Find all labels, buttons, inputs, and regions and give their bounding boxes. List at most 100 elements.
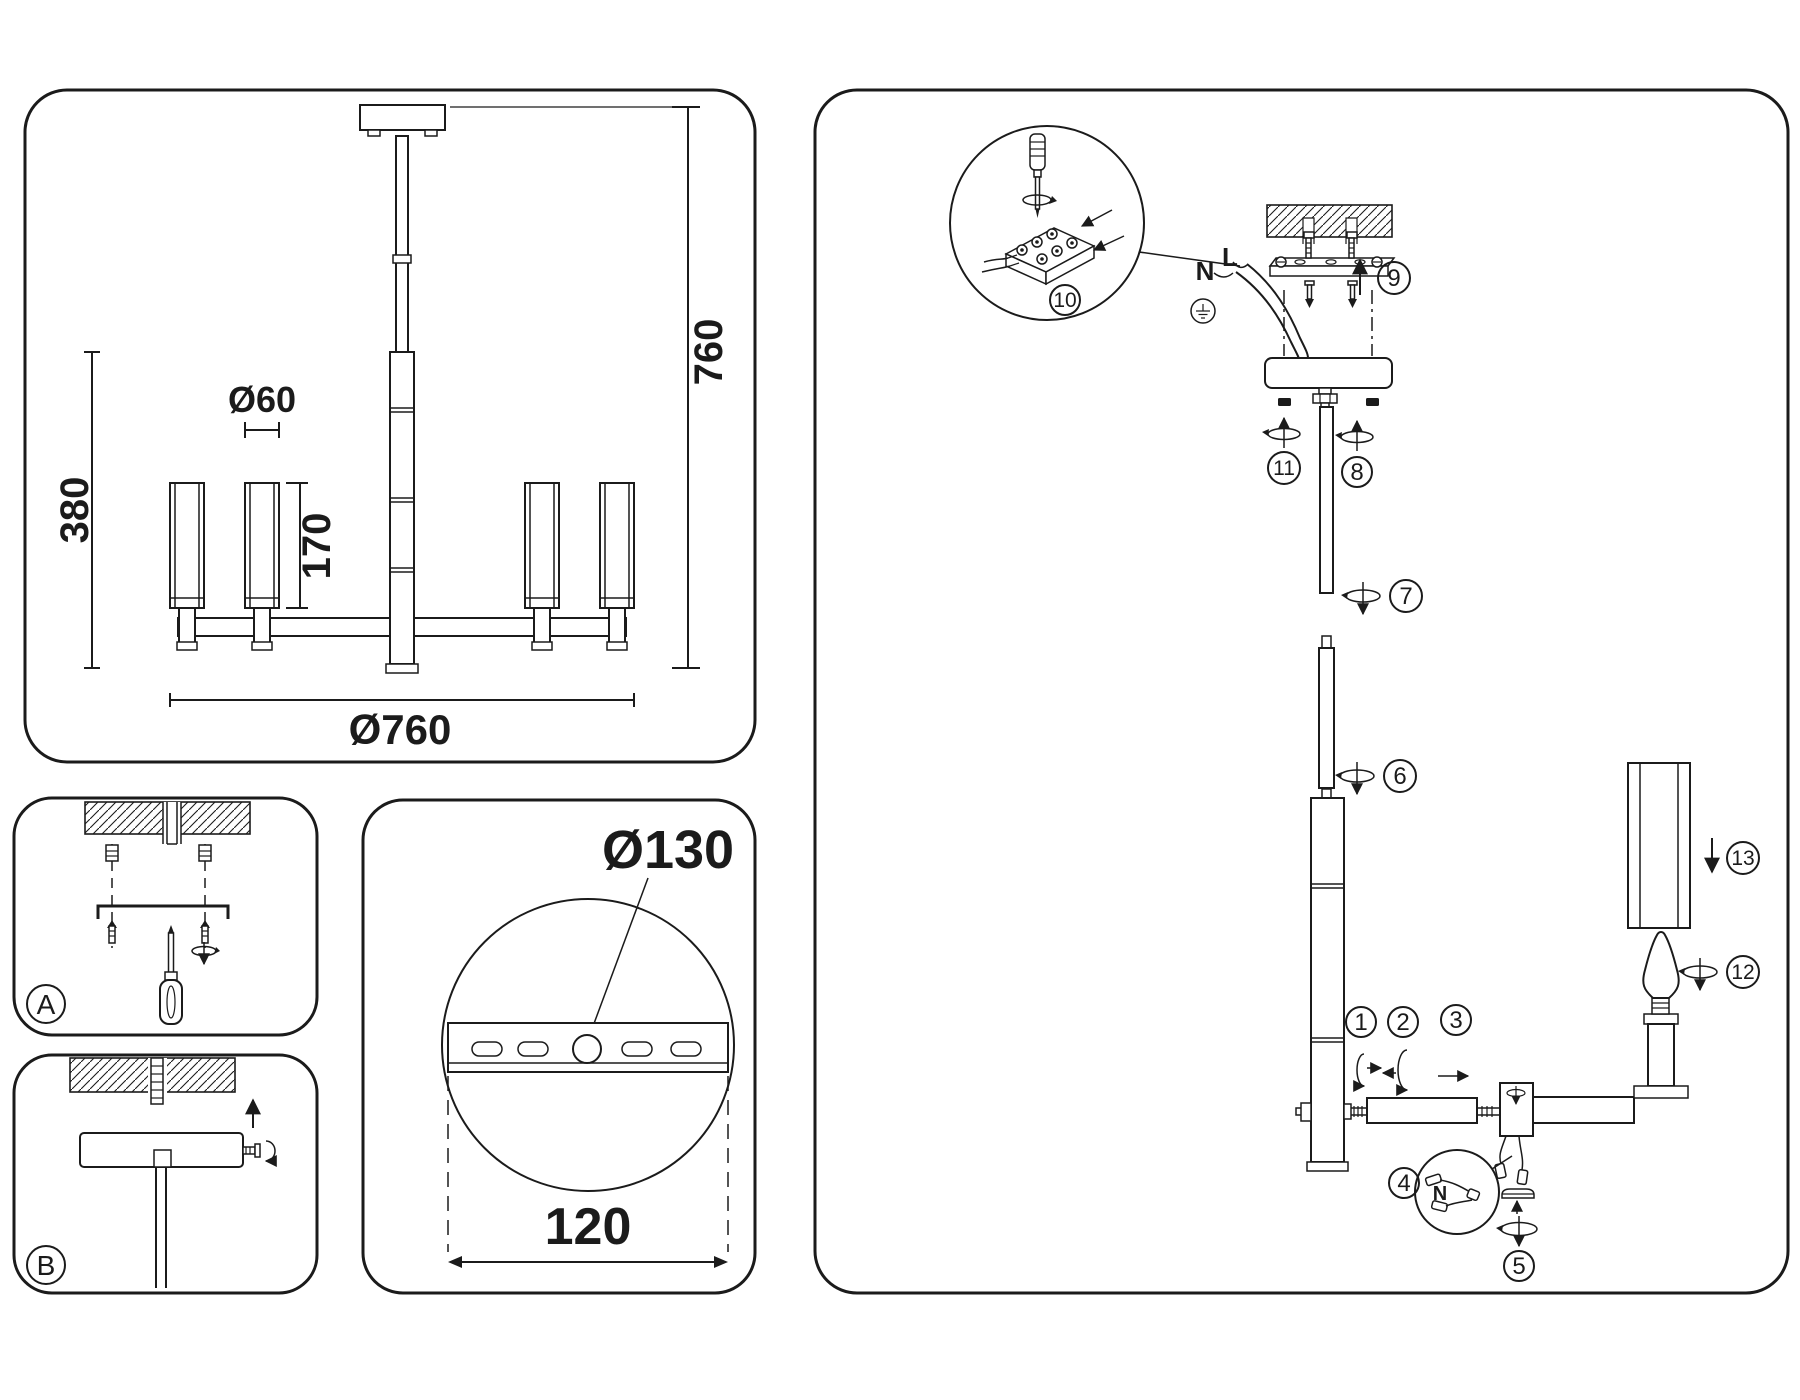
step-8-rotation-icon — [1335, 419, 1374, 451]
step-a-drill-axes — [111, 844, 206, 948]
junction-wires — [1494, 1135, 1529, 1186]
junction-box — [1499, 1082, 1534, 1137]
step-b-canopy — [79, 1132, 244, 1288]
step-a-rotation-icon — [191, 942, 220, 966]
wire-bubble-leader — [1491, 1155, 1513, 1170]
panel-front-view-border — [23, 88, 757, 764]
step-13-label: 13 — [1731, 847, 1754, 870]
step-2-rotation-icon — [1381, 1049, 1409, 1096]
front-shade-4 — [599, 482, 635, 609]
bracket-length-label: 120 — [545, 1198, 632, 1256]
step-1-rotation-icon — [1353, 1053, 1383, 1092]
bubble-wire-2 — [981, 265, 1011, 273]
bulb — [1642, 931, 1680, 1015]
step-11-label: 11 — [1273, 457, 1295, 480]
dim-shade-diameter: Ø60 — [228, 379, 296, 438]
dim-shade-diameter-label: Ø60 — [228, 379, 296, 420]
glass-shade — [1627, 762, 1691, 929]
bubble-rotation-icon — [1022, 194, 1057, 206]
shade-ring — [1501, 1188, 1535, 1199]
step-4-badge: 4 — [1388, 1167, 1420, 1199]
dim-fixture-diameter: Ø760 — [169, 693, 635, 753]
step-5-rotation-icon — [1496, 1216, 1538, 1248]
terminal-detail-bubble: 10 — [949, 125, 1241, 321]
step-6-rotation-icon — [1335, 762, 1375, 796]
arm-thread-left — [1351, 1106, 1367, 1117]
arm-right-tube — [1532, 1096, 1635, 1124]
step-1-badge: 1 — [1345, 1006, 1377, 1038]
rod-middle — [1318, 635, 1335, 789]
dim-body-height-label: 380 — [53, 477, 97, 544]
step-11-badge: 11 — [1267, 451, 1301, 485]
live-label: L — [1222, 242, 1238, 272]
step-2-badge: 2 — [1387, 1006, 1419, 1038]
dim-overall-height-label: 760 — [687, 319, 731, 386]
assembly-arm — [1295, 1082, 1635, 1186]
step-10-badge: 10 — [1049, 284, 1081, 316]
step-a-wall-plugs — [105, 844, 212, 862]
bracket-stud-screws — [1303, 231, 1358, 259]
canopy-leader-line — [588, 877, 649, 1038]
step-1-label: 1 — [1354, 1009, 1367, 1036]
step-4-label: 4 — [1397, 1170, 1410, 1197]
canopy-diameter-label: Ø130 — [602, 820, 734, 880]
step-2-label: 2 — [1396, 1009, 1409, 1036]
wire-connect-bubble: N — [1414, 1149, 1513, 1235]
step-13-badge: 13 — [1726, 841, 1760, 875]
front-shades — [169, 482, 635, 609]
panel-step-b-border — [12, 1053, 319, 1295]
panel-canopy-detail-border — [361, 798, 757, 1295]
step-11-rotation-icon — [1262, 416, 1301, 448]
step-b-label: B — [37, 1250, 56, 1281]
step-9-label: 9 — [1387, 265, 1400, 292]
supply-wire-2 — [1246, 263, 1309, 359]
panel-canopy-detail: Ø130 120 — [361, 798, 757, 1295]
step-12-badge: 12 — [1726, 955, 1760, 989]
bubble-leader — [1138, 251, 1241, 267]
step-7-rotation-icon — [1341, 582, 1381, 616]
step-a-badge: A — [26, 984, 66, 1024]
step-5-badge: 5 — [1503, 1250, 1535, 1282]
bubble-wire-1 — [983, 257, 1009, 263]
dim-bracket-length: 120 — [447, 1076, 729, 1268]
arm-tube — [1366, 1097, 1478, 1124]
dim-shade-height-label: 170 — [295, 513, 339, 580]
front-stem — [392, 135, 412, 353]
front-column — [385, 351, 419, 674]
step-b-badge: B — [26, 1245, 66, 1285]
dim-fixture-diameter-label: Ø760 — [349, 706, 452, 753]
step-b-ceiling — [69, 1057, 236, 1105]
step-8-badge: 8 — [1341, 456, 1373, 488]
step-a-bracket — [96, 904, 230, 919]
step-10-label: 10 — [1053, 289, 1076, 312]
step-12-rotation-icon — [1678, 958, 1718, 992]
bubble-insert-arrow-1 — [1080, 209, 1113, 227]
canopy-circle — [441, 898, 735, 1192]
bracket-wood-screws — [1304, 280, 1358, 308]
panel-front-view: 380 Ø60 170 760 Ø760 — [23, 88, 757, 764]
assembly-canopy — [1264, 357, 1393, 408]
panel-step-b: B — [12, 1053, 319, 1295]
front-sockets — [176, 607, 628, 651]
front-shade-3 — [524, 482, 560, 609]
step-3-label: 3 — [1449, 1007, 1462, 1034]
front-shade-1 — [169, 482, 205, 609]
arm-thread-right — [1477, 1106, 1500, 1117]
step-6-badge: 6 — [1383, 759, 1417, 793]
dim-overall-height: 760 — [450, 106, 731, 669]
step-7-badge: 7 — [1389, 579, 1423, 613]
ground-symbol-icon — [1190, 298, 1216, 324]
step-b-side-screw — [242, 1140, 277, 1167]
canopy-mounting-bar — [447, 1022, 729, 1073]
step-5-label: 5 — [1512, 1253, 1525, 1280]
rod-upper — [1319, 406, 1334, 594]
step-8-label: 8 — [1350, 459, 1363, 486]
bubble-neutral-label: N — [1433, 1183, 1447, 1205]
bubble-insert-arrow-2 — [1092, 235, 1125, 251]
canopy-nut-left — [1278, 398, 1291, 406]
step-a-screws — [107, 920, 210, 944]
canopy-nut-right — [1366, 398, 1379, 406]
neutral-label: N — [1196, 256, 1215, 286]
